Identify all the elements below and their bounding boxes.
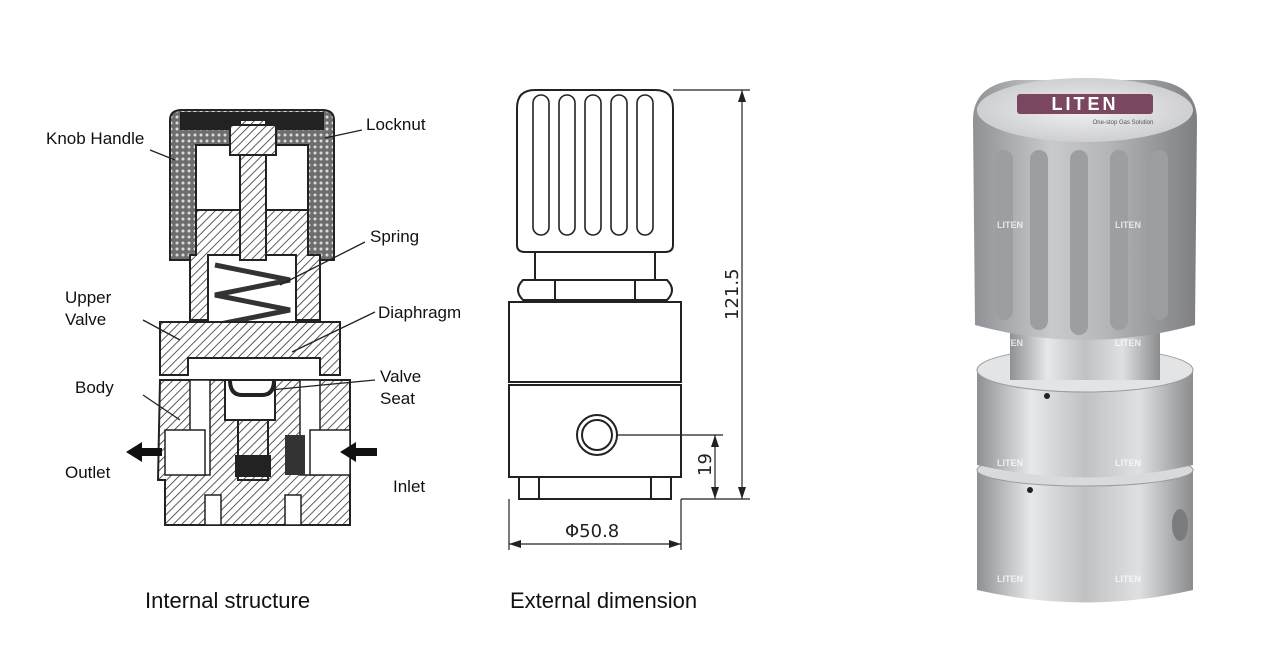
base-outline xyxy=(518,476,672,500)
internal-structure-diagram: Knob Handle Locknut Spring Upper Valve D… xyxy=(30,90,490,540)
label-locknut: Locknut xyxy=(366,115,426,134)
watermark-2: LITEN xyxy=(1115,220,1141,230)
product-photo: LITEN One-stop Gas Solution LITEN LITEN … xyxy=(955,70,1215,630)
label-knob-handle: Knob Handle xyxy=(46,129,144,148)
hex-nut-outline xyxy=(517,279,673,301)
label-outlet: Outlet xyxy=(65,463,111,482)
label-diaphragm: Diaphragm xyxy=(378,303,461,322)
caption-external-dimension: External dimension xyxy=(510,588,698,613)
logo-tagline: One-stop Gas Solution xyxy=(1093,120,1154,126)
logo-text: LITEN xyxy=(1052,94,1119,114)
dim-diameter: Φ50.8 xyxy=(565,521,619,542)
dimension-svg: 121.5 19 Φ50.8 xyxy=(508,89,750,550)
watermark-4: LITEN xyxy=(1115,338,1141,348)
valve-seat-shape xyxy=(228,379,276,397)
watermark-8: LITEN xyxy=(1115,574,1141,584)
inlet-arrow-icon xyxy=(340,442,377,462)
dim-port-height: 19 xyxy=(695,453,716,476)
lower-body-outline xyxy=(508,384,682,478)
dimension-arrowheads xyxy=(509,90,746,548)
watermark-5: LITEN xyxy=(997,458,1023,468)
knob-ridges xyxy=(995,150,1168,335)
neck-outline xyxy=(534,251,656,281)
label-upper-valve-line2: Valve xyxy=(65,310,106,329)
watermark-6: LITEN xyxy=(1115,458,1141,468)
body-shape xyxy=(156,379,351,526)
upper-body-shape xyxy=(977,370,1193,478)
cross-section-svg: Knob Handle Locknut Spring Upper Valve D… xyxy=(46,109,461,526)
watermark-7: LITEN xyxy=(997,574,1023,584)
label-spring: Spring xyxy=(370,227,419,246)
label-valve-seat-line1: Valve xyxy=(380,367,421,386)
stem-shape xyxy=(229,119,277,261)
outlet-arrow-icon xyxy=(126,442,162,462)
upper-body-outline xyxy=(508,301,682,383)
label-body: Body xyxy=(75,378,114,397)
knob-flutes xyxy=(532,94,654,236)
label-upper-valve-line1: Upper xyxy=(65,288,112,307)
lower-body-shape xyxy=(977,470,1193,603)
dim-height: 121.5 xyxy=(722,268,743,320)
liten-logo: LITEN One-stop Gas Solution xyxy=(1017,94,1153,126)
watermark-1: LITEN xyxy=(997,220,1023,230)
regulator-photo-svg: LITEN One-stop Gas Solution LITEN LITEN … xyxy=(973,78,1197,603)
watermark-group: LITEN LITEN LITEN LITEN LITEN LITEN LITE… xyxy=(997,220,1141,584)
dimension-lines xyxy=(508,89,750,550)
label-valve-seat-line2: Seat xyxy=(380,389,415,408)
leader-lines xyxy=(142,129,376,421)
label-inlet: Inlet xyxy=(393,477,425,496)
watermark-3: LITEN xyxy=(997,338,1023,348)
upper-valve-shape xyxy=(159,321,341,376)
external-dimension-drawing: 121.5 19 Φ50.8 xyxy=(495,80,770,560)
knob-outline xyxy=(516,89,674,253)
caption-internal-structure: Internal structure xyxy=(145,588,311,613)
